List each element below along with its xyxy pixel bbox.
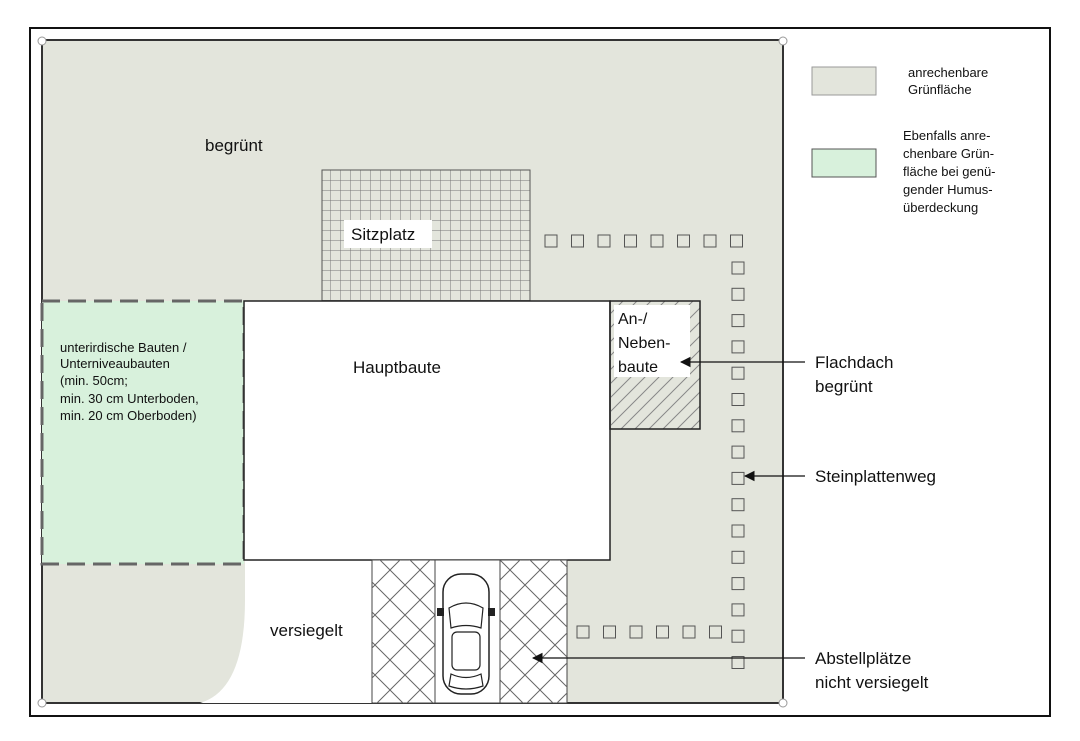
- stepping-stone: [731, 419, 745, 433]
- stepping-stone: [709, 625, 722, 639]
- underground-line: min. 30 cm Unterboden,: [60, 391, 199, 406]
- stepping-stone: [731, 629, 745, 643]
- stepping-stone: [731, 445, 745, 459]
- annex-line: An-/: [618, 311, 648, 328]
- legend-line: Grünfläche: [908, 82, 972, 97]
- stepping-stone: [731, 524, 745, 538]
- legend-line: überdeckung: [903, 200, 978, 215]
- stepping-stone: [731, 603, 745, 617]
- legend-line: Ebenfalls anre-: [903, 128, 990, 143]
- stepping-stone: [731, 471, 745, 485]
- label-sitzplatz: Sitzplatz: [351, 225, 415, 244]
- callout-line: begrünt: [815, 377, 873, 396]
- legend-swatch-ebenfalls: [811, 148, 877, 178]
- label-hauptbaute: Hauptbaute: [353, 358, 441, 377]
- stepping-stone: [629, 625, 643, 639]
- callout-flachdach: Flachdach begrünt: [815, 353, 898, 396]
- hauptbaute-building: [243, 300, 611, 561]
- stepping-stone: [730, 234, 743, 248]
- sitzplatz-label-bg: [344, 220, 432, 248]
- legend-line: anrechenbare: [908, 65, 988, 80]
- sealed-area: [200, 560, 372, 703]
- stepping-stone: [650, 234, 664, 248]
- parking-area-left: [372, 560, 435, 703]
- stepping-stone: [682, 625, 696, 639]
- label-underground: unterirdische Bauten / Unterniveaubauten…: [60, 340, 202, 423]
- label-begruent: begrünt: [205, 136, 263, 155]
- label-annex: An-/ Neben- baute: [618, 311, 675, 376]
- legend-line: fläche bei genü-: [903, 164, 996, 179]
- stepping-stones: [544, 234, 745, 669]
- stepping-stone: [731, 340, 745, 354]
- stepping-stone: [731, 287, 745, 301]
- underground-line: min. 20 cm Oberboden): [60, 408, 197, 423]
- stepping-stone: [731, 261, 745, 275]
- stepping-stone: [624, 234, 637, 248]
- stepping-stone: [656, 625, 669, 639]
- stepping-stone: [576, 625, 590, 639]
- stepping-stone: [731, 550, 745, 564]
- car-icon: [437, 573, 495, 695]
- legend-label-anrechenbar: anrechenbare Grünfläche: [908, 65, 992, 97]
- legend-swatch-anrechenbar: [811, 66, 877, 96]
- annex-line: baute: [618, 359, 658, 376]
- parking-area-right: [500, 560, 567, 703]
- callout-line: nicht versiegelt: [815, 673, 929, 692]
- corner-markers: [37, 36, 788, 708]
- stepping-stone: [703, 234, 717, 248]
- annex-label-bg: [614, 305, 690, 377]
- stepping-stone: [731, 656, 745, 669]
- stepping-stone: [731, 366, 745, 380]
- stepping-stone: [603, 625, 616, 639]
- label-versiegelt: versiegelt: [270, 621, 343, 640]
- callout-line: Abstellplätze: [815, 649, 911, 668]
- callout-steinplattenweg: Steinplattenweg: [815, 467, 936, 486]
- stepping-stone: [731, 498, 745, 512]
- underground-line: (min. 50cm;: [60, 373, 128, 388]
- stepping-stone: [731, 314, 745, 328]
- legend-label-ebenfalls: Ebenfalls anre- chenbare Grün- fläche be…: [903, 128, 999, 215]
- legend-line: chenbare Grün-: [903, 146, 994, 161]
- underground-green-area: [40, 299, 246, 566]
- legend-line: gender Humus-: [903, 182, 993, 197]
- stepping-stone: [571, 234, 584, 248]
- stepping-stone: [731, 577, 745, 591]
- stepping-stone: [597, 234, 611, 248]
- stepping-stone: [677, 234, 690, 248]
- stepping-stone: [731, 393, 745, 406]
- callout-abstellplaetze: Abstellplätze nicht versiegelt: [815, 649, 929, 692]
- underground-line: unterirdische Bauten /: [60, 340, 187, 355]
- underground-line: Unterniveaubauten: [60, 356, 170, 371]
- annex-line: Neben-: [618, 335, 670, 352]
- callout-line: Flachdach: [815, 353, 893, 372]
- stepping-stone: [544, 234, 558, 248]
